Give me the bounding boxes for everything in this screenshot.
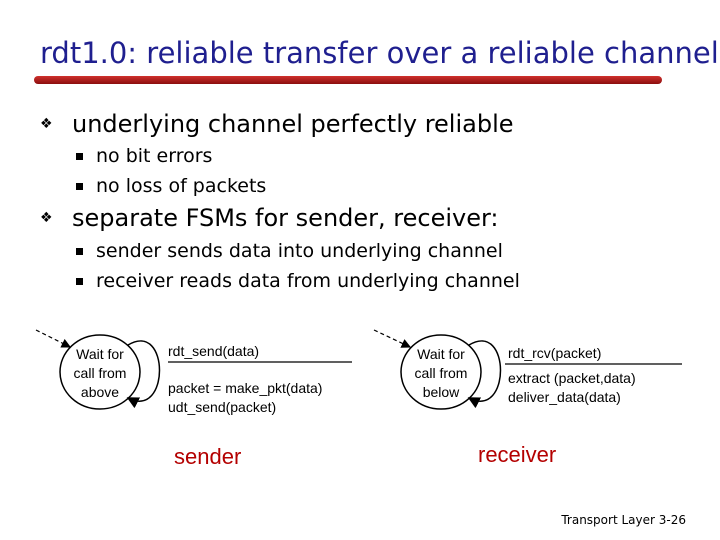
bullet-2: ❖ separate FSMs for sender, receiver: (40, 204, 499, 232)
sender-initial-arrow (35, 329, 72, 348)
receiver-self-loop (467, 340, 502, 409)
sender-role-label: sender (174, 444, 242, 469)
bullet-2-text: separate FSMs for sender, receiver: (72, 204, 499, 232)
sub-bullet-text: receiver reads data from underlying chan… (96, 270, 520, 292)
sender-state-line: Wait for (76, 346, 124, 362)
sender-action: udt_send(packet) (168, 399, 277, 415)
sender-self-loop (126, 340, 161, 409)
sender-action: packet = make_pkt(data) (168, 380, 323, 396)
slide-footer: Transport Layer 3-26 (561, 513, 686, 527)
sub-bullet: no loss of packets (76, 175, 267, 197)
title-underline (34, 76, 662, 84)
bullet-1: ❖ underlying channel perfectly reliable (40, 110, 514, 138)
square-bullet-icon (76, 153, 83, 160)
square-bullet-icon (76, 248, 83, 255)
sub-bullet-text: no bit errors (96, 145, 213, 167)
sender-state-circle (59, 334, 141, 410)
receiver-state-line: call from (414, 365, 468, 381)
bullet-1-text: underlying channel perfectly reliable (72, 110, 514, 138)
square-bullet-icon (76, 183, 83, 190)
sender-state-label: Wait for call from above (55, 345, 145, 402)
sub-bullet: sender sends data into underlying channe… (76, 240, 503, 262)
sub-bullet: no bit errors (76, 145, 213, 167)
bullet-diamond-icon: ❖ (40, 210, 53, 226)
receiver-event: rdt_rcv(packet) (508, 345, 602, 361)
bullet-diamond-icon: ❖ (40, 116, 53, 132)
receiver-role-label: receiver (478, 442, 557, 467)
receiver-state-line: below (422, 384, 460, 400)
footer-label: Transport Layer (561, 513, 655, 527)
square-bullet-icon (76, 278, 83, 285)
receiver-action: extract (packet,data) (508, 370, 636, 386)
receiver-action: deliver_data(data) (508, 389, 621, 405)
receiver-state-circle (400, 334, 482, 410)
sub-bullet-text: no loss of packets (96, 175, 267, 197)
sub-bullet-text: sender sends data into underlying channe… (96, 240, 503, 262)
slide-title: rdt1.0: reliable transfer over a reliabl… (40, 36, 719, 70)
sender-state-line: above (80, 384, 120, 400)
sender-event: rdt_send(data) (168, 343, 260, 359)
receiver-state-label: Wait for call from below (396, 345, 486, 402)
page-number: 3-26 (658, 513, 686, 527)
sub-bullet: receiver reads data from underlying chan… (76, 270, 520, 292)
receiver-state-line: Wait for (417, 346, 465, 362)
sender-state-line: call from (73, 365, 127, 381)
